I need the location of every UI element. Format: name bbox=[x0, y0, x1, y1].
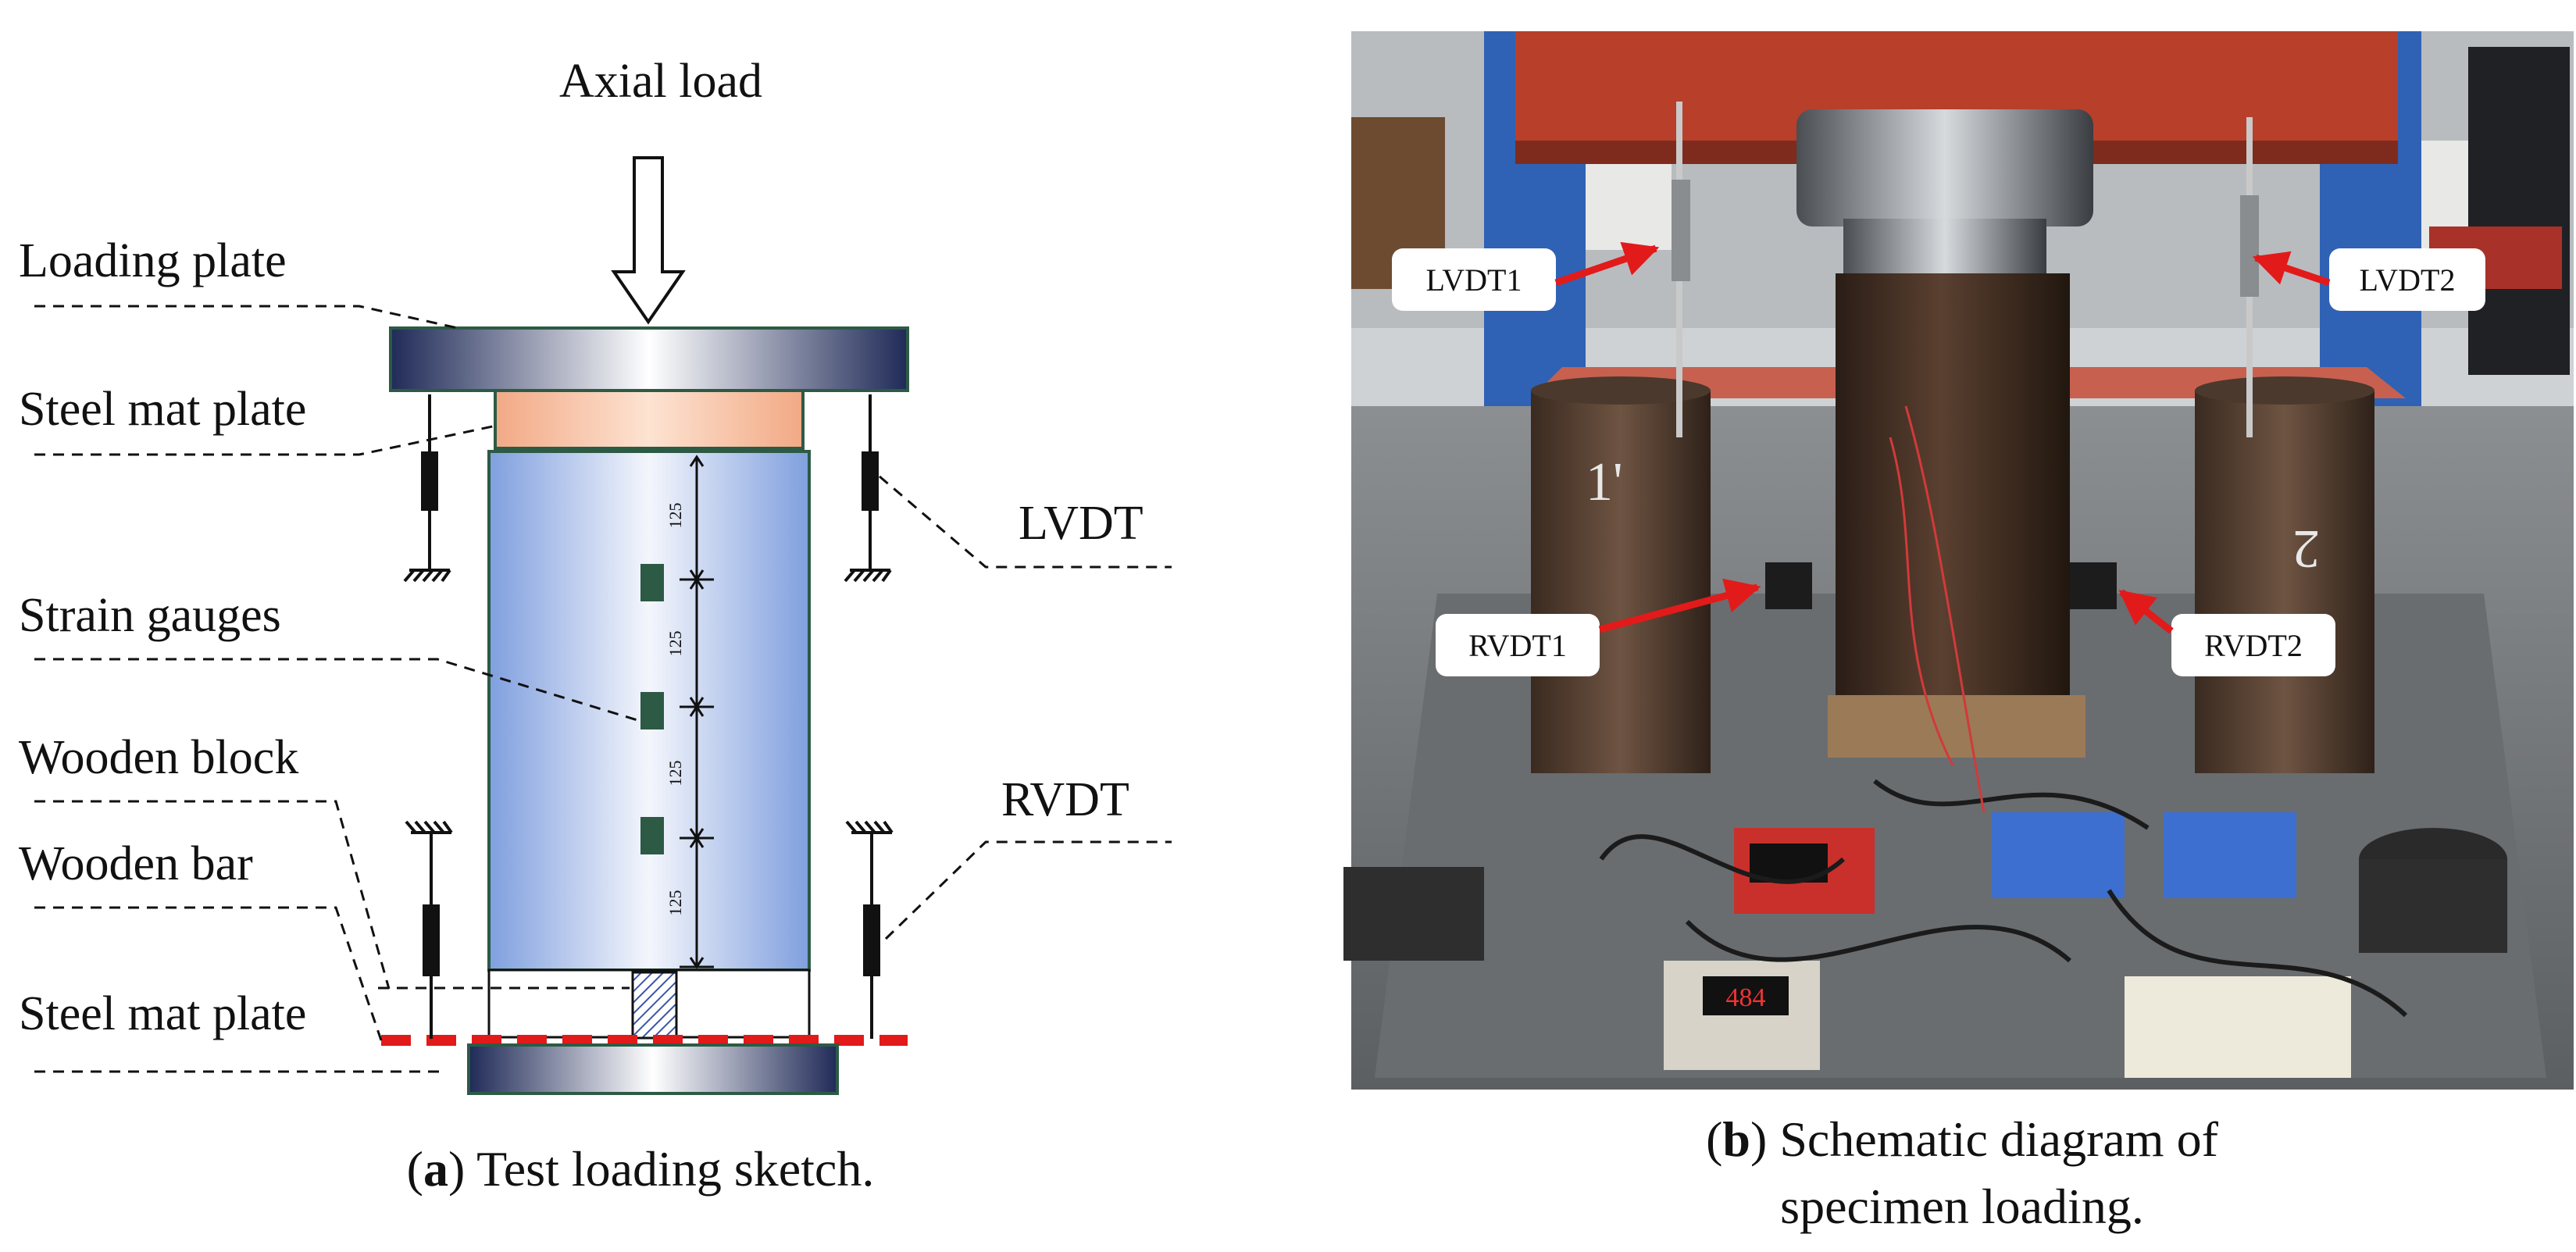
rvdt-right-symbol bbox=[845, 820, 894, 1039]
lvdt-label: LVDT bbox=[1019, 497, 1144, 550]
loading-photo-svg: 1' 2 484 bbox=[1343, 31, 2574, 1234]
tag-rvdt1: RVDT1 bbox=[1436, 578, 1761, 676]
loading-plate-label: Loading plate bbox=[19, 234, 287, 287]
strain-gauge bbox=[640, 817, 664, 854]
display-value: 484 bbox=[1726, 983, 1766, 1012]
dimension-label: 125 bbox=[665, 503, 685, 529]
axial-load-arrow-icon bbox=[611, 156, 686, 325]
strain-gauge bbox=[640, 692, 664, 729]
wooden-bar-label: Wooden bar bbox=[19, 837, 253, 890]
leader-lines bbox=[34, 305, 1172, 1073]
tag-lvdt1: LVDT1 bbox=[1392, 241, 1660, 311]
wooden-bar bbox=[631, 971, 678, 1040]
strain-gauges-label: Strain gauges bbox=[19, 589, 281, 642]
dimension-label: 125 bbox=[665, 631, 685, 657]
tag-lvdt2: LVDT2 bbox=[2252, 248, 2485, 311]
strain-gauge bbox=[640, 564, 664, 601]
steel-mat-plate-bottom bbox=[467, 1043, 839, 1095]
lvdt-right-symbol bbox=[844, 394, 892, 583]
svg-text:RVDT2: RVDT2 bbox=[2204, 628, 2303, 663]
steel-mat-plate-top-label: Steel mat plate bbox=[19, 383, 306, 436]
steel-mat-plate-bottom-label: Steel mat plate bbox=[19, 987, 306, 1040]
dimension-label: 125 bbox=[665, 761, 685, 787]
loading-sketch-panel: Axial load 125 125 125 125 bbox=[0, 0, 1218, 1248]
loading-sketch-svg: Axial load 125 125 125 125 bbox=[19, 55, 1172, 1197]
svg-text:RVDT1: RVDT1 bbox=[1468, 628, 1567, 663]
steel-mat-plate-top bbox=[494, 389, 805, 450]
dimension-label: 125 bbox=[665, 890, 685, 916]
lvdt-left-symbol bbox=[403, 394, 451, 583]
loading-photo-panel: 1' 2 484 bbox=[1250, 0, 2576, 1248]
svg-text:LVDT1: LVDT1 bbox=[1426, 262, 1522, 298]
drum-mark-right: 2 bbox=[2292, 519, 2320, 579]
drum-mark-left: 1' bbox=[1586, 452, 1623, 512]
rvdt-label: RVDT bbox=[1001, 773, 1129, 826]
rvdt-left-symbol bbox=[405, 820, 453, 1039]
loading-plate bbox=[389, 326, 909, 392]
caption-b-line2: specimen loading. bbox=[1780, 1179, 2144, 1234]
caption-a: (a) Test loading sketch. bbox=[407, 1141, 875, 1197]
wooden-block-label: Wooden block bbox=[19, 731, 298, 784]
caption-b-line1: (b) Schematic diagram of bbox=[1706, 1111, 2218, 1167]
tag-rvdt2: RVDT2 bbox=[2118, 589, 2335, 676]
svg-text:LVDT2: LVDT2 bbox=[2360, 262, 2456, 298]
photo: 1' 2 484 bbox=[1343, 31, 2574, 1090]
axial-load-label: Axial load bbox=[559, 55, 762, 108]
